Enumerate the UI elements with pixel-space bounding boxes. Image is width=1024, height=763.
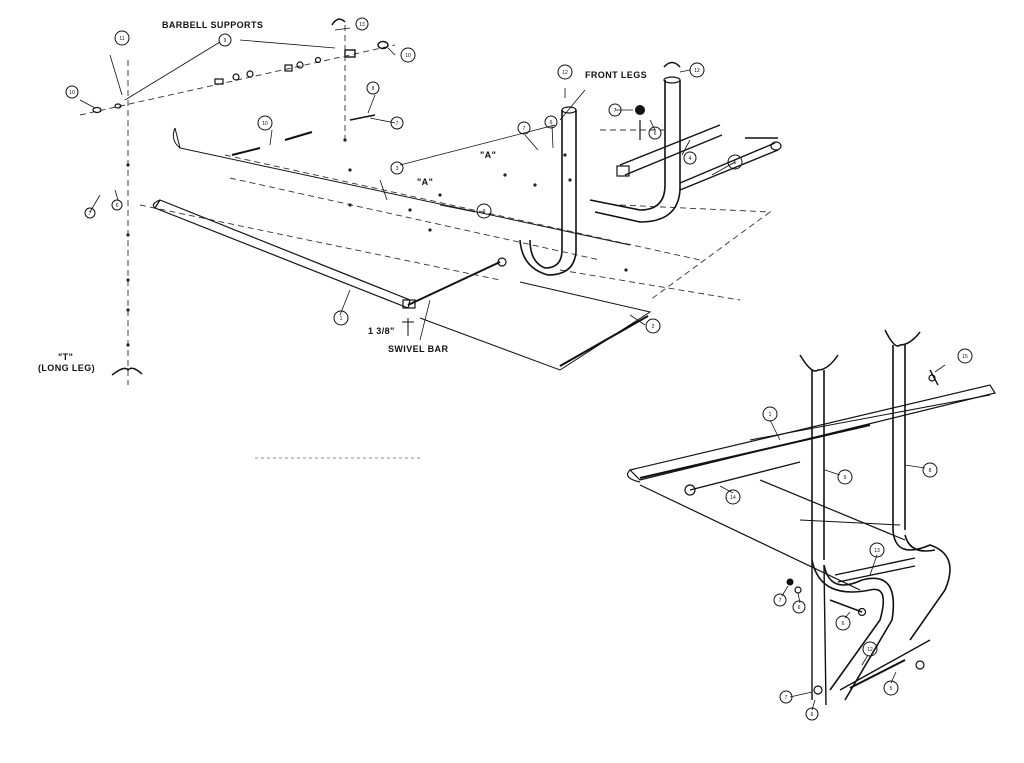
screw-dots (126, 138, 628, 347)
svg-text:8: 8 (372, 86, 375, 92)
svg-text:7: 7 (779, 598, 782, 604)
svg-text:1: 1 (769, 412, 772, 418)
label-long-leg-t: "T" (58, 352, 73, 362)
label-front-legs: FRONT LEGS (585, 70, 647, 80)
label-dim: 1 3/8" (368, 326, 395, 336)
cross-tube-4 (619, 124, 721, 166)
crossbar-13 (834, 557, 916, 576)
svg-text:6: 6 (654, 131, 657, 137)
svg-text:15: 15 (962, 354, 968, 360)
leader-lines (79, 27, 736, 341)
svg-text:9: 9 (844, 475, 847, 481)
svg-text:6: 6 (798, 605, 801, 611)
svg-text:14: 14 (730, 495, 736, 501)
svg-text:10: 10 (405, 53, 411, 59)
leg-frame-left (811, 559, 885, 691)
svg-text:10: 10 (262, 121, 268, 127)
front-leg-left (529, 110, 563, 269)
frame-guide-3 (139, 204, 501, 281)
long-leg-foot (111, 367, 143, 376)
svg-text:13: 13 (359, 22, 365, 28)
swivel-bar-14 (689, 461, 801, 491)
bench-assembled-view: 1 15 9 8 14 13 7 6 6 12 5 7 6 (627, 329, 996, 721)
svg-text:9: 9 (483, 209, 486, 215)
label-ref-a-2: "A" (417, 177, 433, 187)
label-ref-a-1: "A" (480, 150, 496, 160)
svg-text:7: 7 (614, 108, 617, 114)
svg-text:7: 7 (396, 121, 399, 127)
svg-text:1: 1 (340, 316, 343, 322)
svg-text:12: 12 (562, 70, 568, 76)
svg-text:11: 11 (119, 36, 124, 42)
svg-text:3: 3 (396, 166, 399, 172)
svg-text:5: 5 (734, 160, 737, 166)
svg-text:13: 13 (874, 548, 880, 554)
part-2-edge (559, 315, 649, 367)
label-barbell-supports: BARBELL SUPPORTS (162, 20, 263, 30)
frame-guide-2 (229, 177, 601, 261)
frame-guide-1 (224, 154, 701, 261)
svg-text:6: 6 (811, 712, 814, 718)
svg-text:4: 4 (689, 156, 692, 162)
upright-cap (331, 18, 346, 26)
svg-text:12: 12 (694, 68, 700, 74)
svg-text:9: 9 (224, 38, 227, 44)
svg-text:8: 8 (929, 468, 932, 474)
leg-frame-right (892, 529, 951, 641)
barbell-support-hardware (92, 40, 389, 114)
svg-text:2: 2 (652, 324, 655, 330)
svg-text:6: 6 (550, 120, 553, 126)
bench-exploded-view: 11 9 13 10 10 8 7 10 7 6 3 9 1 (38, 17, 782, 385)
front-leg-right (589, 80, 666, 211)
bench-board (628, 384, 996, 481)
callouts-top: 11 9 13 10 10 8 7 10 7 6 3 9 1 (65, 17, 743, 334)
label-swivel-bar: SWIVEL BAR (388, 344, 448, 354)
svg-text:7: 7 (89, 211, 92, 217)
bench-board-edge (639, 424, 871, 479)
svg-text:7: 7 (785, 695, 788, 701)
frame-guide-5 (559, 269, 741, 301)
svg-text:7: 7 (523, 126, 526, 132)
crossbar-12 (839, 639, 931, 691)
part-2-board (419, 281, 652, 371)
svg-text:6: 6 (116, 203, 119, 209)
svg-text:5: 5 (890, 686, 893, 692)
label-long-leg: (LONG LEG) (38, 363, 95, 373)
cross-tube-5 (679, 142, 776, 184)
svg-text:12: 12 (867, 647, 873, 653)
svg-text:10: 10 (69, 90, 75, 96)
svg-text:6: 6 (842, 621, 845, 627)
swivel-bar (407, 261, 501, 306)
frame-guide-4 (619, 204, 772, 301)
callouts-bottom: 1 15 9 8 14 13 7 6 6 12 5 7 6 (725, 348, 973, 721)
